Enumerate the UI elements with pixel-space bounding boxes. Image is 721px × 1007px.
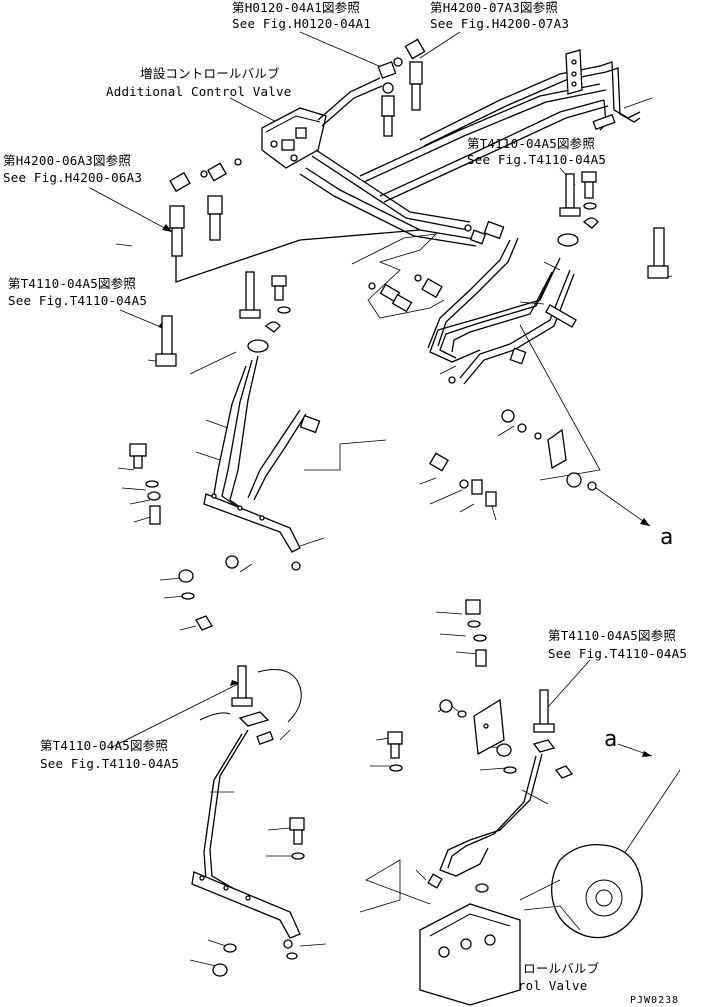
- callout-t4110-bottom-left-jp: 第T4110-04A5図参照: [40, 738, 168, 753]
- additional-valve-en: Additional Control Valve: [106, 84, 291, 99]
- callout-h4200-06a3: 第H4200-06A3図参照 See Fig.H4200-06A3: [3, 153, 142, 185]
- bottom-left-assembly: [191, 665, 305, 977]
- callout-t4110-top-right-jp: 第T4110-04A5図参照: [467, 136, 595, 151]
- callout-h4200-07a3: 第H4200-07A3図参照 See Fig.H4200-07A3: [430, 0, 569, 31]
- callout-h0120-04a1: 第H0120-04A1図参照 See Fig.H0120-04A1: [232, 0, 371, 31]
- mid-left-parts: [129, 271, 321, 631]
- group-outlines: [304, 233, 445, 913]
- callout-t4110-bottom-left: 第T4110-04A5図参照 See Fig.T4110-04A5: [40, 738, 179, 771]
- callout-additional-control-valve: 増設コントロールバルブ Additional Control Valve: [106, 66, 291, 99]
- additional-valve-jp: 増設コントロールバルブ: [140, 66, 280, 81]
- mid-right-pipes: [427, 237, 577, 385]
- center-small-parts: [368, 274, 597, 507]
- callout-h0120-04a1-jp: 第H0120-04A1図参照: [232, 0, 360, 15]
- marker-a-top: a: [660, 525, 673, 550]
- bottom-right-assembly: [286, 599, 643, 1006]
- marker-a-bottom: a: [604, 727, 617, 752]
- callout-t4110-mid-right: 第T4110-04A5図参照 See Fig.T4110-04A5: [548, 628, 687, 661]
- callout-h4200-07a3-en: See Fig.H4200-07A3: [430, 16, 569, 31]
- callout-t4110-bottom-left-en: See Fig.T4110-04A5: [40, 756, 179, 771]
- callout-t4110-left: 第T4110-04A5図参照 See Fig.T4110-04A5: [8, 276, 147, 308]
- callout-h4200-06a3-jp: 第H4200-06A3図参照: [3, 153, 131, 168]
- callout-t4110-mid-right-en: See Fig.T4110-04A5: [548, 646, 687, 661]
- additional-control-valve-body: [261, 107, 327, 169]
- callout-t4110-top-right: 第T4110-04A5図参照 See Fig.T4110-04A5: [467, 136, 606, 167]
- callout-h4200-06a3-en: See Fig.H4200-06A3: [3, 170, 142, 185]
- top-hoses: [175, 49, 641, 283]
- top-right-bolts: [557, 171, 669, 279]
- callout-t4110-left-jp: 第T4110-04A5図参照: [8, 276, 136, 291]
- callout-h0120-04a1-en: See Fig.H0120-04A1: [232, 16, 371, 31]
- drawing-number: PJW0238: [630, 995, 679, 1006]
- top-fittings: [169, 38, 505, 257]
- callout-t4110-left-en: See Fig.T4110-04A5: [8, 293, 147, 308]
- callout-t4110-mid-right-jp: 第T4110-04A5図参照: [548, 628, 676, 643]
- callout-t4110-top-right-en: See Fig.T4110-04A5: [467, 152, 606, 167]
- callout-h4200-07a3-jp: 第H4200-07A3図参照: [430, 0, 558, 15]
